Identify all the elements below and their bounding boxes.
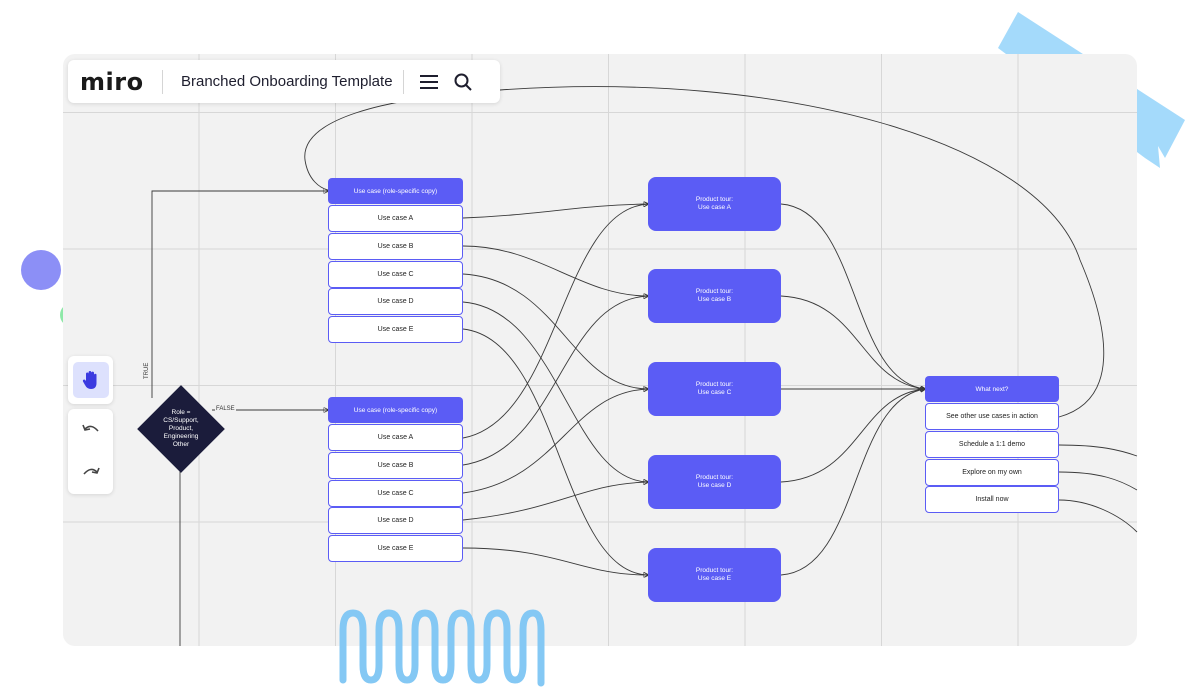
next-step-node[interactable]: Schedule a 1:1 demo: [925, 431, 1059, 458]
hand-icon[interactable]: [72, 362, 109, 398]
history-panel: [68, 409, 113, 494]
decision-text: Role = CS/Support, Product, Engineering …: [163, 409, 199, 448]
canvas-board[interactable]: [63, 54, 1137, 646]
use-case-node[interactable]: Use case D: [328, 288, 463, 315]
board-title[interactable]: Branched Onboarding Template: [181, 73, 393, 90]
top-bar: miro Branched Onboarding Template: [68, 60, 500, 103]
product-tour-node[interactable]: Product tour: Use case B: [648, 269, 781, 323]
use-case-node[interactable]: Use case A: [328, 424, 463, 451]
use-case-header-true[interactable]: Use case (role-specific copy): [328, 178, 463, 204]
use-case-node[interactable]: Use case C: [328, 261, 463, 288]
next-step-node[interactable]: See other use cases in action: [925, 403, 1059, 430]
use-case-node[interactable]: Use case A: [328, 205, 463, 232]
use-case-header-false[interactable]: Use case (role-specific copy): [328, 397, 463, 423]
product-tour-node[interactable]: Product tour: Use case C: [648, 362, 781, 416]
use-case-node[interactable]: Use case D: [328, 507, 463, 534]
product-tour-node[interactable]: Product tour: Use case A: [648, 177, 781, 231]
use-case-node[interactable]: Use case B: [328, 452, 463, 479]
search-icon[interactable]: [446, 65, 480, 99]
false-label: FALSE: [215, 406, 236, 412]
product-tour-node[interactable]: Product tour: Use case E: [648, 548, 781, 602]
hamburger-menu-icon[interactable]: [412, 65, 446, 99]
product-tour-node[interactable]: Product tour: Use case D: [648, 455, 781, 509]
next-step-node[interactable]: Install now: [925, 486, 1059, 513]
divider: [162, 69, 163, 94]
divider: [403, 69, 404, 94]
squiggle-decoration: [339, 609, 545, 687]
undo-icon[interactable]: [74, 415, 108, 445]
use-case-node[interactable]: Use case E: [328, 316, 463, 343]
tool-panel: [68, 356, 113, 404]
use-case-node[interactable]: Use case E: [328, 535, 463, 562]
redo-icon[interactable]: [74, 458, 108, 488]
use-case-node[interactable]: Use case C: [328, 480, 463, 507]
what-next-header[interactable]: What next?: [925, 376, 1059, 402]
true-label: TRUE: [144, 361, 150, 380]
next-step-node[interactable]: Explore on my own: [925, 459, 1059, 486]
miro-logo[interactable]: miro: [80, 67, 144, 96]
use-case-node[interactable]: Use case B: [328, 233, 463, 260]
